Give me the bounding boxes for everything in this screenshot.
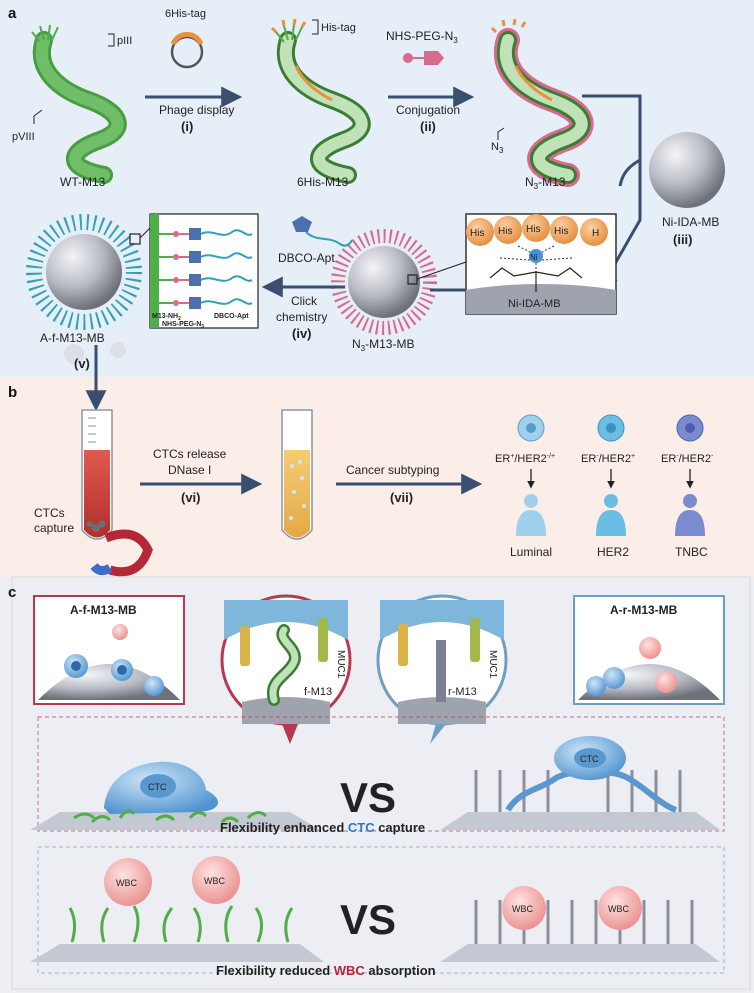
subtype-tnbc-name: TNBC [675,545,708,559]
step-ii-number: (ii) [420,119,436,134]
subtype-luminal: ER+/HER2-/+ Luminal [495,414,555,559]
chemistry-label: chemistry [276,310,327,324]
nhs-peg-n3-icon [403,51,444,65]
a-r-m13-mb-box: A-r-M13-MB [573,595,725,705]
step-i-label: Phage display [159,103,234,117]
subtyping-label: Cancer subtyping [346,463,439,477]
n3-m13-label: N3-M13 [525,175,566,191]
inset-dbco-apt: DBCO-Apt [214,313,249,320]
release-label-1: CTCs release [153,447,227,461]
his-bead-1: His [498,226,512,237]
n3-m13-mb-bead [331,229,467,335]
rigid-ctc-scene: CTC [440,736,720,830]
bead-label: Ni-IDA-MB [662,215,719,229]
6his-m13-label: 6His-M13 [297,175,349,189]
panel-c-label: c [8,584,16,601]
dbco-apt-icon [292,216,353,247]
conjugation-inset: M13-NH2 NHS-PEG-N3 DBCO-Apt [149,213,259,330]
fm13-label: f-M13 [304,686,332,698]
ni-ion [529,249,543,263]
ctcs-capture-label-1: CTCs [34,506,65,520]
a-f-m13-mb-box: A-f-M13-MB [33,595,185,705]
muc1-left-label: MUC1 [335,650,346,679]
release-label-2: DNase I [168,463,211,477]
a-f-m13-mb-bead [26,214,151,330]
plasmid-icon [170,35,204,69]
capture-tube [81,409,113,540]
left-box-title: A-f-M13-MB [70,603,137,617]
subtype-luminal-receptors: ER+/HER2-/+ [495,453,555,465]
step-v-number: (v) [74,356,90,371]
ni-ida-box-label: Ni-IDA-MB [508,298,561,310]
muc1-right-label: MUC1 [487,650,498,679]
wbc-cell-left-2: WBC [204,876,225,886]
wbc-comparison-frame [37,846,725,974]
step-iv-number: (iv) [292,326,312,341]
flexible-wbc-scene: WBC WBC [30,856,324,962]
ctcs-capture-label-2: capture [34,521,74,535]
wt-m13-label: WT-M13 [60,175,106,189]
6his-m13-phage [270,18,371,184]
his-bead-0: His [470,228,484,239]
rigid-wbc-scene: WBC WBC [440,886,720,962]
wbc-cell-right-2: WBC [608,904,629,914]
n3-m13-phage [490,18,594,187]
step-vii-number: (vii) [390,490,413,505]
ni-label: Ni [530,253,538,262]
step-ii-label: Conjugation [396,103,460,117]
wbc-cell-left-1: WBC [116,878,137,888]
right-box-title: A-r-M13-MB [610,603,678,617]
vs-wbc: VS [340,896,396,943]
his-bead-2: His [526,224,540,235]
ctc-comparison-frame [37,716,725,832]
subtype-tnbc-receptors: ER-/HER2- [661,453,714,465]
dbco-apt-label: DBCO-Apt [278,251,335,265]
released-tube [281,409,313,540]
wbc-cell-right-1: WBC [512,904,533,914]
his-bead-4: H [592,228,599,239]
ctc-caption: Flexibility enhanced CTC capture [220,820,425,835]
vs-ctc: VS [340,774,396,821]
magnet-icon [90,529,153,577]
wt-m13-phage [31,24,127,184]
ni-ida-mb-bead [649,132,725,208]
pviii-label: pVIII [12,131,35,143]
a-f-m13-mb-label: A-f-M13-MB [40,331,105,345]
step-i-number: (i) [181,119,193,134]
n3-side-label: N3 [491,141,504,155]
rm13-label: r-M13 [448,686,477,698]
click-label: Click [291,294,318,308]
n3-m13-mb-label: N3-M13-MB [352,337,414,353]
bead-step-number: (iii) [673,232,693,247]
ctc-cell-right: CTC [580,754,599,764]
wbc-caption: Flexibility reduced WBC absorption [216,963,436,978]
subtype-luminal-name: Luminal [510,545,552,559]
inset-m13-nh2: M13-NH2 [152,313,181,322]
panel-b-background [0,377,754,577]
ni-ida-chemistry-box: Ni-IDA-MB His His His His H Ni [465,213,617,315]
subtype-her2: ER-/HER2+ HER2 [581,414,635,559]
to-bead-connector [582,94,642,294]
inset-nhs-peg: NHS-PEG-N3 [162,321,204,330]
ctc-cell-left: CTC [148,782,167,792]
piii-label: pIII [117,35,132,47]
subtype-tnbc: ER-/HER2- TNBC [661,414,714,559]
panel-a-label: a [8,5,17,22]
his-tag-label: His-tag [321,22,356,34]
nhs-peg-n3-label: NHS-PEG-N3 [386,29,458,45]
flexible-ctc-scene: CTC [30,761,320,830]
his-bead-3: His [554,226,568,237]
subtype-her2-receptors: ER-/HER2+ [581,453,635,465]
subtype-her2-name: HER2 [597,545,629,559]
panel-b-label: b [8,384,17,401]
step-vi-number: (vi) [181,490,201,505]
his-tag-plasmid-label: 6His-tag [165,8,206,20]
